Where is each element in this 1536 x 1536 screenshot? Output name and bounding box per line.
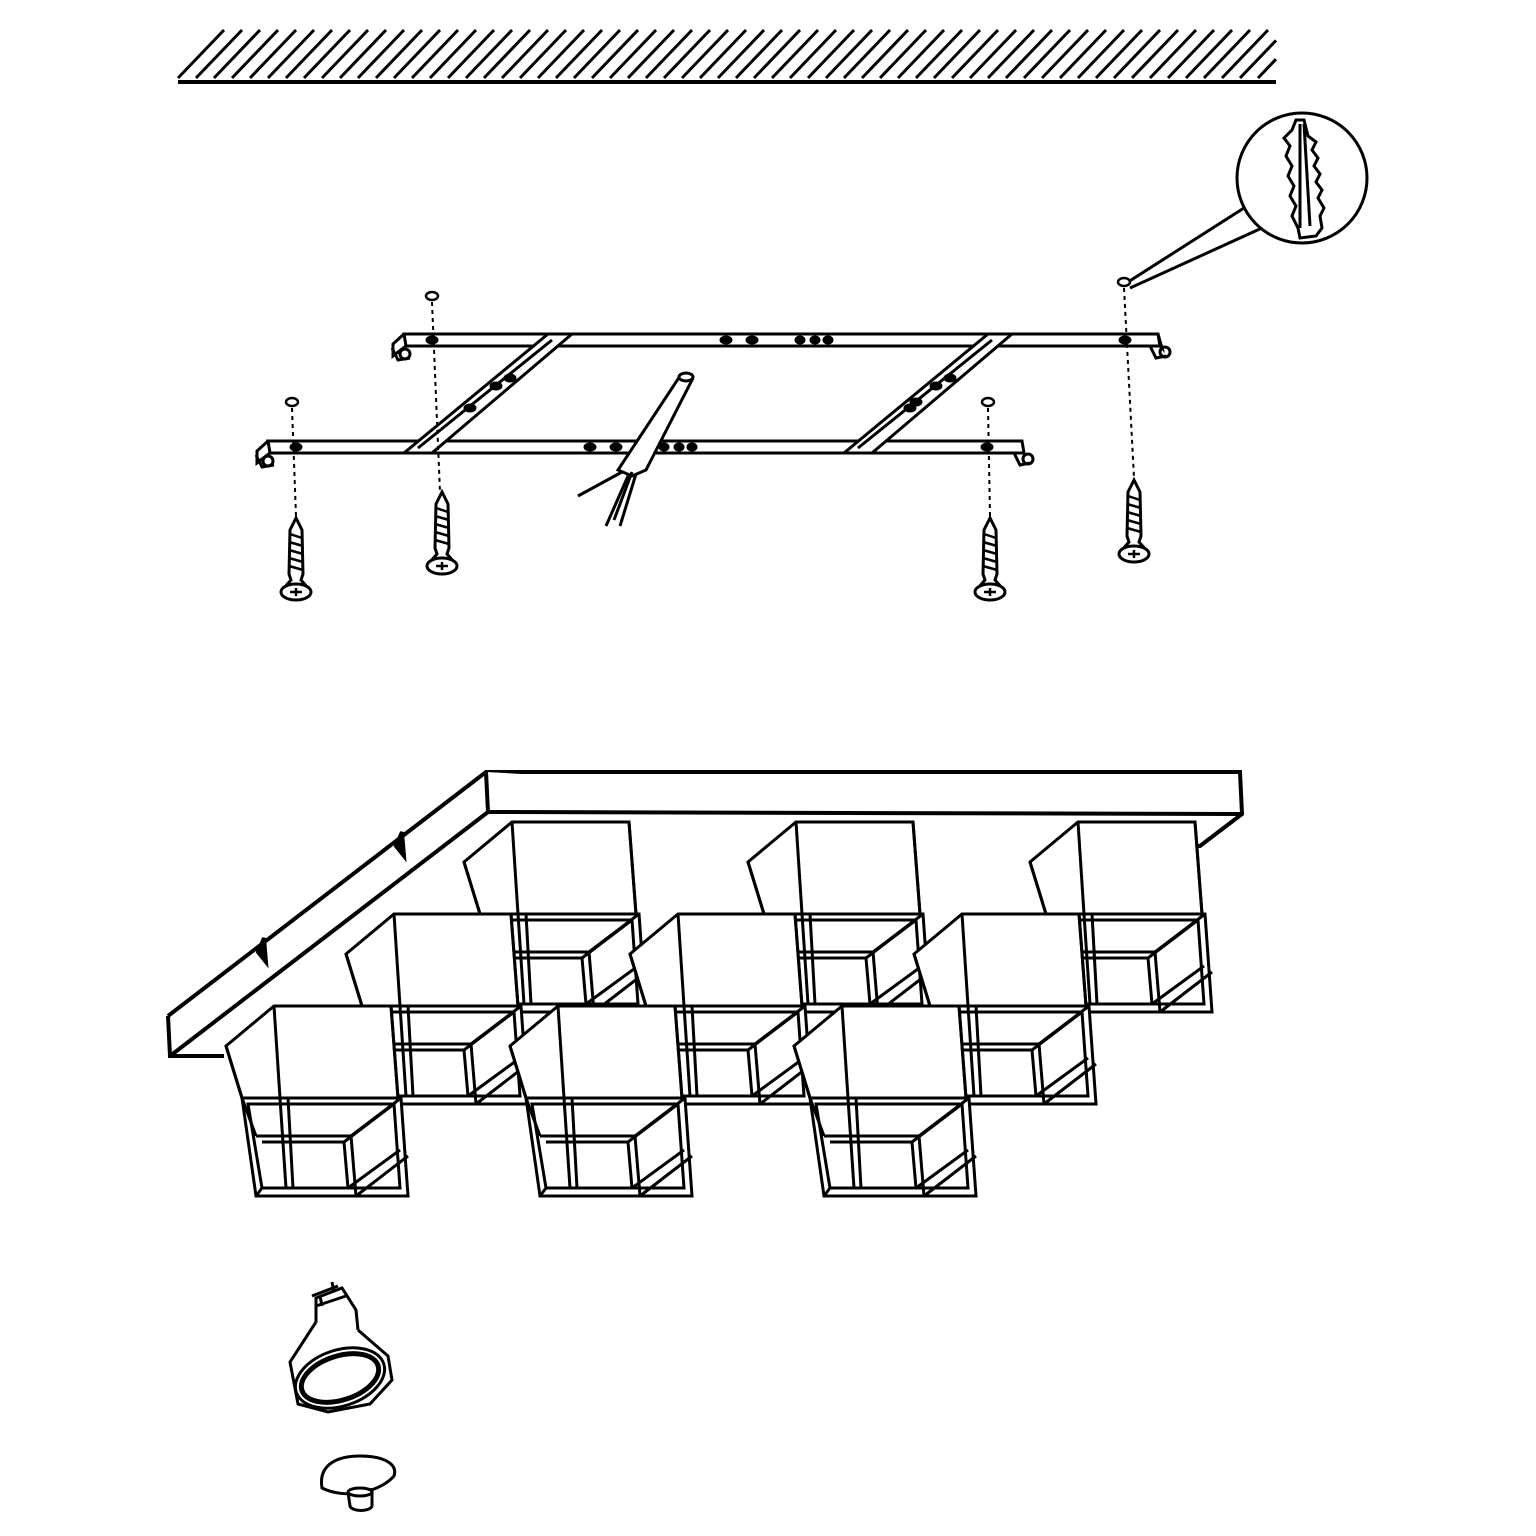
hatch-line: [1076, 28, 1126, 80]
hatch-line: [770, 28, 820, 80]
hatch-line: [698, 28, 748, 80]
bulb-base-cap: [320, 1454, 397, 1512]
hatch-line: [1220, 28, 1270, 80]
hatch-line: [320, 28, 370, 80]
hatch-line: [248, 28, 298, 80]
guide-lines: [291, 287, 1135, 517]
hatch-line: [518, 28, 568, 80]
hatch-line: [734, 28, 784, 80]
screw: [279, 516, 313, 602]
cross-brace-right: [839, 332, 1017, 455]
gu10-bulb: [288, 1281, 394, 1414]
mounting-rail-back: [390, 332, 1172, 362]
hatch-line: [1004, 28, 1054, 80]
cube-spotlight: [792, 1004, 978, 1198]
hatch-line: [608, 28, 658, 80]
hatch-line: [392, 28, 442, 80]
hatch-line: [806, 28, 856, 80]
hatch-line: [932, 28, 982, 80]
hatch-line: [968, 28, 1018, 80]
hatch-line: [356, 28, 406, 80]
hatch-line: [554, 28, 604, 80]
hatch-line: [572, 28, 622, 80]
hatch-line: [482, 28, 532, 80]
screw: [973, 516, 1007, 602]
hatch-line: [1166, 28, 1216, 80]
cube-spotlight: [224, 1004, 410, 1198]
hatch-line: [590, 28, 640, 80]
hatch-line: [878, 28, 928, 80]
hatch-line: [1040, 28, 1090, 80]
hatch-line: [1130, 28, 1180, 80]
cube-spotlight: [508, 1004, 694, 1198]
hatch-line: [644, 28, 694, 80]
hatch-line: [914, 28, 964, 80]
hatch-line: [464, 28, 514, 80]
hatch-line: [1238, 39, 1278, 80]
hatch-line: [716, 28, 766, 80]
hatch-line: [446, 28, 496, 80]
hatch-line: [374, 28, 424, 80]
hatch-line: [1058, 28, 1108, 80]
hatch-line: [1256, 58, 1278, 80]
hatch-line: [284, 28, 334, 80]
hatch-line: [986, 28, 1036, 80]
hatch-line: [662, 28, 712, 80]
hatch-line: [338, 28, 388, 80]
hatch-line: [212, 28, 262, 80]
screw: [1117, 478, 1151, 564]
hatch-line: [428, 28, 478, 80]
hatch-line: [680, 28, 730, 80]
hatch-line: [752, 28, 802, 80]
hatch-line: [176, 28, 226, 80]
wall-plug-detail: [1127, 111, 1369, 290]
hatch-line: [410, 28, 460, 80]
hatch-line: [1112, 28, 1162, 80]
hatch-line: [824, 28, 874, 80]
cross-brace-left: [399, 332, 577, 455]
screw: [425, 490, 459, 576]
hatch-line: [500, 28, 550, 80]
hatch-line: [536, 28, 586, 80]
hatch-line: [1022, 28, 1072, 80]
ceiling-hatch: [176, 28, 1278, 84]
power-cable: [577, 371, 695, 527]
hatch-line: [230, 28, 280, 80]
hatch-line: [1202, 28, 1252, 80]
hatch-line: [842, 28, 892, 80]
hatch-line: [896, 28, 946, 80]
hatch-line: [302, 28, 352, 80]
hatch-line: [950, 28, 1000, 80]
hatch-line: [1094, 28, 1144, 80]
hatch-line: [1148, 28, 1198, 80]
hatch-line: [1184, 28, 1234, 80]
hatch-line: [194, 28, 244, 80]
hatch-line: [788, 28, 838, 80]
hatch-line: [626, 28, 676, 80]
hatch-line: [860, 28, 910, 80]
hatch-line: [266, 28, 316, 80]
